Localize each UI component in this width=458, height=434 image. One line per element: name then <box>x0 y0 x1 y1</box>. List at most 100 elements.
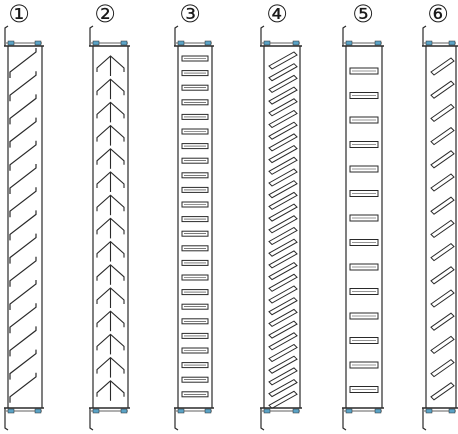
col3-top-clip-left <box>177 40 185 46</box>
col3-slot-2 <box>181 70 209 77</box>
col1-hook-6 <box>9 164 37 194</box>
col1-hook-10 <box>9 256 37 287</box>
col4-slot-10 <box>268 156 298 175</box>
col1-hook-9 <box>9 233 37 264</box>
col4-slot-5 <box>268 98 298 117</box>
col3-slot-3 <box>181 84 209 91</box>
col5-slot-7 <box>349 214 379 222</box>
col4-slot-9 <box>268 144 298 164</box>
col1-hook-7 <box>9 187 37 218</box>
col1-hook-3 <box>9 94 37 125</box>
col5-slot-8 <box>349 239 379 246</box>
col4-slot-18 <box>268 250 298 269</box>
col5-slot-1 <box>349 67 379 75</box>
col3-slot-22 <box>181 362 209 369</box>
column-label-2: ② <box>94 0 116 28</box>
col4-slot-2 <box>268 63 298 82</box>
col1-hook-2 <box>9 71 37 102</box>
col3-slot-16 <box>181 274 209 281</box>
col3-slot-20 <box>181 332 209 339</box>
col4-slot-30 <box>268 390 298 409</box>
col6-bottom-hook <box>422 408 427 431</box>
col4-slot-11 <box>268 168 298 187</box>
col3-top-clip-right <box>204 40 212 46</box>
col4-top-hook <box>260 25 265 46</box>
col5-slot-14 <box>349 386 379 393</box>
col2-bottom-clip-left <box>92 408 100 414</box>
col4-slot-3 <box>268 74 298 94</box>
col4-slot-14 <box>268 203 298 222</box>
col6-slot-12 <box>430 312 455 331</box>
col1-hook-4 <box>9 117 37 148</box>
column-label-3: ③ <box>179 0 201 28</box>
col1-hook-8 <box>9 210 37 241</box>
col2-bottom-clip-right <box>120 408 128 414</box>
col4-slot-22 <box>268 297 298 316</box>
col3-slot-11 <box>181 201 209 208</box>
col5-bottom-hook <box>342 408 347 431</box>
col6-slot-3 <box>430 103 455 123</box>
col4-bottom-hook <box>260 408 265 431</box>
col1-top-clip-right <box>34 40 42 46</box>
col3-slot-9 <box>181 172 209 179</box>
col1-hook-15 <box>9 372 37 403</box>
col1-bottom-clip-right <box>34 408 42 414</box>
col3-slot-19 <box>181 318 209 325</box>
col2-bottom-hook <box>89 408 94 431</box>
col5-slot-13 <box>349 361 379 369</box>
col4-slot-6 <box>268 109 298 129</box>
col4-bottom-clip-left <box>263 408 271 414</box>
col2-top-clip-left <box>92 40 100 46</box>
col5-slot-5 <box>349 165 379 173</box>
col5-slot-10 <box>349 288 379 295</box>
col5-slot-6 <box>349 190 379 197</box>
col5-slot-12 <box>349 337 379 344</box>
col1-hook-11 <box>9 280 37 310</box>
col3-slot-18 <box>181 303 209 310</box>
col5-top-clip-left <box>345 40 353 46</box>
col4-slot-12 <box>268 180 298 199</box>
col3-slot-5 <box>181 113 209 120</box>
col4-slot-29 <box>268 378 298 398</box>
col6-slot-6 <box>430 173 455 192</box>
col4-slot-16 <box>268 226 298 246</box>
col6-slot-7 <box>430 196 455 215</box>
col3-slot-12 <box>181 216 209 223</box>
column-label-4: ④ <box>266 0 288 28</box>
column-label-5: ⑤ <box>352 0 374 28</box>
col3-top-hook <box>174 25 179 46</box>
col4-slot-21 <box>268 285 298 304</box>
col4-slot-25 <box>268 332 298 351</box>
col5-slot-2 <box>349 92 379 99</box>
col1-hook-1 <box>9 48 37 78</box>
col5-bottom-clip-right <box>374 408 382 414</box>
col5-slot-11 <box>349 312 379 320</box>
col6-top-clip-left <box>425 40 433 46</box>
col3-slot-6 <box>181 128 209 135</box>
col6-slot-14 <box>430 358 455 378</box>
col1-top-hook <box>4 25 9 46</box>
col4-slot-4 <box>268 86 298 105</box>
col4-slot-15 <box>268 215 298 234</box>
col3-slot-8 <box>181 157 209 164</box>
col6-slot-8 <box>430 219 455 239</box>
col6-top-clip-right <box>448 40 456 46</box>
col4-slot-20 <box>268 273 298 292</box>
col3-slot-21 <box>181 347 209 354</box>
col4-slot-28 <box>268 367 298 386</box>
col4-slot-13 <box>268 191 298 211</box>
col6-slot-10 <box>430 266 455 285</box>
col6-slot-15 <box>430 382 455 401</box>
col6-slot-9 <box>430 242 455 262</box>
col5-top-clip-right <box>374 40 382 46</box>
col6-slot-1 <box>430 57 455 76</box>
col4-slot-27 <box>268 355 298 374</box>
col3-slot-23 <box>181 376 209 383</box>
col4-slot-1 <box>268 51 298 70</box>
col2-top-clip-right <box>120 40 128 46</box>
col3-slot-15 <box>181 259 209 266</box>
col3-slot-1 <box>181 55 209 62</box>
col1-bottom-hook <box>4 408 9 431</box>
